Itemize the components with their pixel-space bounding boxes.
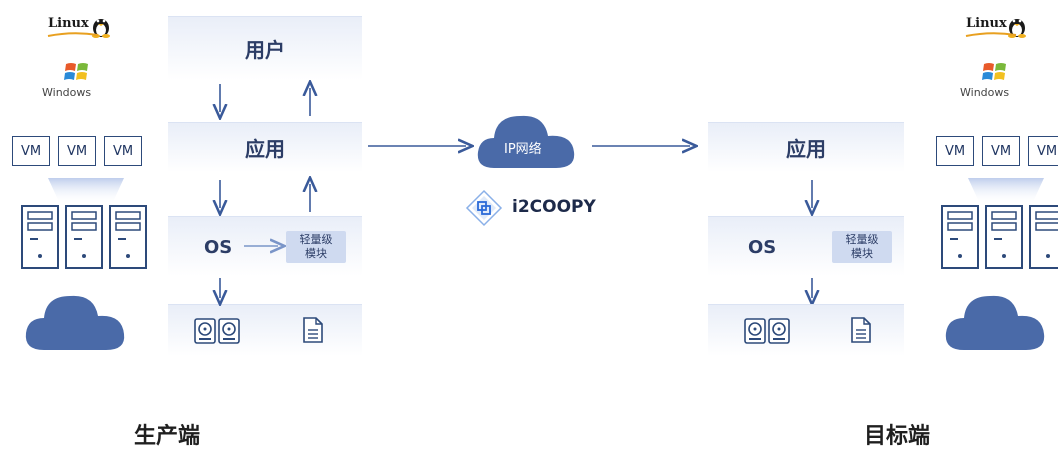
linux-label: Linux <box>966 16 1007 31</box>
vm-box: VM <box>104 136 142 166</box>
module-line1: 轻量级 <box>845 233 879 246</box>
vm-box: VM <box>982 136 1020 166</box>
windows-flag-icon <box>982 63 1006 80</box>
windows-label: Windows <box>960 86 1010 99</box>
file-icon <box>851 317 871 343</box>
os-label: OS <box>204 237 233 258</box>
source-side-title: 生产端 <box>134 424 201 449</box>
target-lightweight-module: 轻量级 模块 <box>832 231 892 263</box>
vm-box: VM <box>1028 136 1058 166</box>
app-label: 应用 <box>245 137 285 161</box>
target-os-label: OS <box>748 237 777 258</box>
user-layer: 用户 <box>168 16 362 80</box>
module-line2: 模块 <box>305 247 327 260</box>
target-app-label: 应用 <box>786 137 826 161</box>
windows-flag-icon <box>64 63 88 80</box>
linux-underline-swoosh <box>47 32 99 37</box>
disk-drives-icon <box>194 318 240 344</box>
vm-box: VM <box>58 136 96 166</box>
ip-network-cloud-icon <box>477 115 575 168</box>
ip-network-label: IP网络 <box>504 142 542 157</box>
module-line1: 轻量级 <box>299 233 333 246</box>
target-os-layer: OS 轻量级 模块 <box>708 216 904 276</box>
linux-underline-swoosh <box>965 32 1017 37</box>
cloud-icon <box>25 295 125 350</box>
app-layer: 应用 <box>168 122 362 172</box>
file-icon <box>303 317 323 343</box>
tux-icon <box>1008 19 1026 38</box>
target-app-layer: 应用 <box>708 122 904 172</box>
i2coopy-brand: i2COOPY <box>512 197 596 217</box>
target-storage-layer <box>708 304 904 356</box>
windows-label: Windows <box>42 86 92 99</box>
i2coopy-logo-icon <box>465 189 503 227</box>
user-label: 用户 <box>245 38 285 62</box>
module-line2: 模块 <box>851 247 873 260</box>
linux-label: Linux <box>48 16 89 31</box>
target-side-title: 目标端 <box>864 424 931 449</box>
vm-box: VM <box>12 136 50 166</box>
server-rack-icon <box>941 178 1058 269</box>
vm-box: VM <box>936 136 974 166</box>
cloud-icon <box>945 295 1045 350</box>
server-rack-icon <box>21 178 147 269</box>
linux-logo: Linux <box>966 16 1007 31</box>
disk-drives-icon <box>744 318 790 344</box>
linux-logo: Linux <box>48 16 89 31</box>
lightweight-module: 轻量级 模块 <box>286 231 346 263</box>
